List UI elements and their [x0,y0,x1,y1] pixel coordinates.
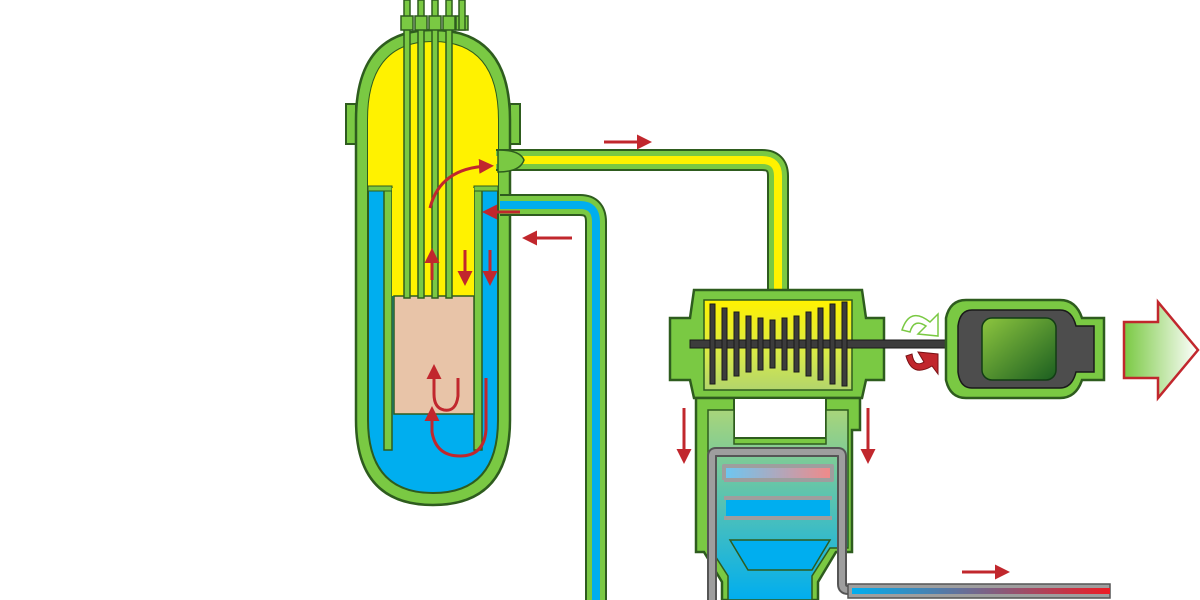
control-rods [400,0,469,299]
electricity-output-arrow [1122,298,1200,402]
cooling-water-line [847,583,1111,599]
turbine [668,288,973,400]
steam-line [496,149,789,300]
flow-arrows [424,134,1010,580]
feedwater-line [500,194,607,600]
rotation-arrow [901,312,939,376]
cooling-coils [707,447,1110,600]
generator [944,298,1106,400]
